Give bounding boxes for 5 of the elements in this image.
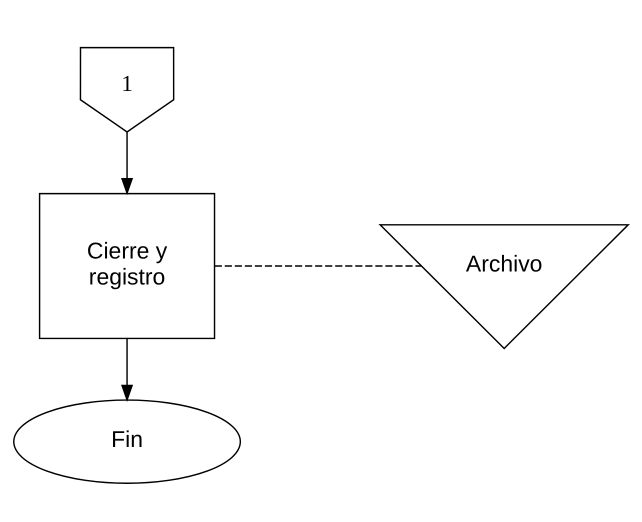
connector [214, 265, 422, 267]
arrow [121, 132, 134, 196]
node-box: Cierre y registro [38, 192, 216, 340]
node-ellipse: Fin [13, 399, 242, 484]
arrow [121, 338, 134, 402]
